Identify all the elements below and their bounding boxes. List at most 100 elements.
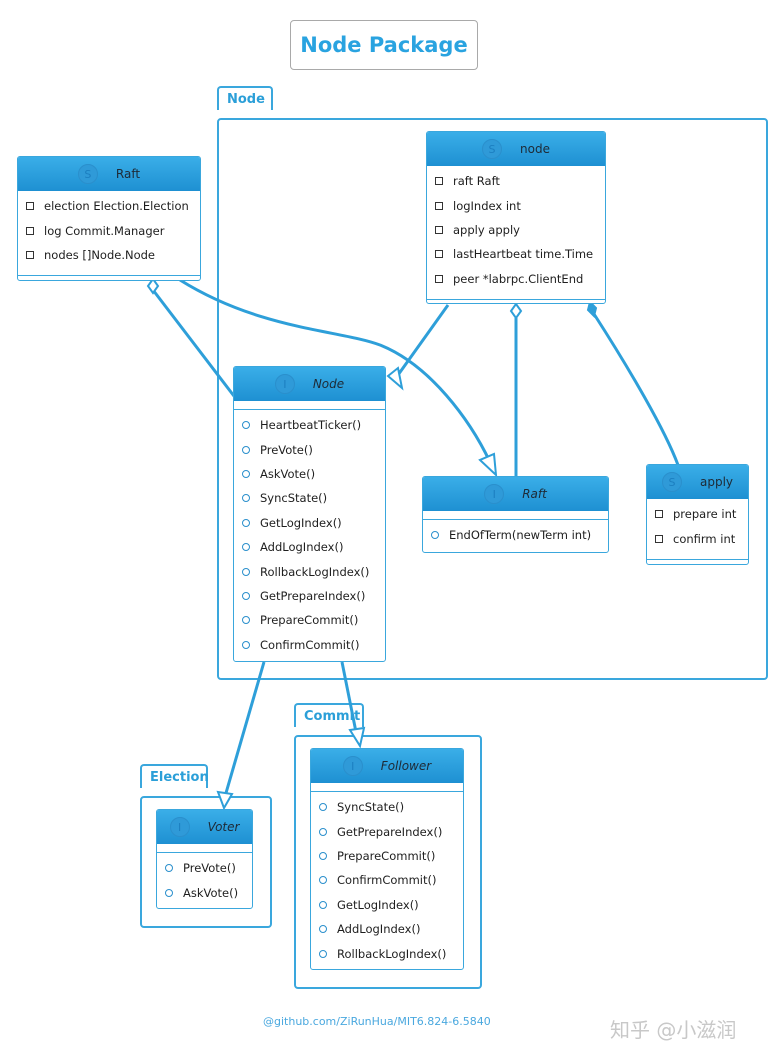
method-row: GetLogIndex() (311, 893, 463, 917)
class-header: I Node (234, 367, 385, 401)
field-text: logIndex int (453, 198, 521, 213)
class-raft-struct: S Raft election Election.Election log Co… (17, 156, 201, 281)
method-icon (242, 616, 250, 625)
field-row: nodes []Node.Node (18, 243, 200, 267)
method-row: ConfirmCommit() (311, 868, 463, 892)
field-icon (655, 510, 663, 519)
method-text: ConfirmCommit() (260, 637, 360, 652)
struct-icon: S (661, 472, 682, 492)
field-row: prepare int (647, 502, 748, 526)
field-icon (26, 226, 34, 235)
implements-raft-curve (179, 278, 492, 463)
method-row: GetLogIndex() (234, 511, 385, 535)
field-text: raft Raft (453, 174, 500, 189)
interface-icon: I (169, 817, 190, 837)
method-row: AskVote() (157, 880, 252, 904)
method-row: HeartbeatTicker() (234, 413, 385, 437)
method-row: RollbackLogIndex() (311, 941, 463, 965)
method-icon (319, 851, 327, 860)
interface-icon: I (342, 756, 363, 776)
class-name: Raft (115, 167, 141, 181)
method-row: PreVote() (234, 437, 385, 461)
class-header: I Raft (423, 477, 608, 511)
class-separator (311, 783, 463, 792)
field-list: election Election.Election log Commit.Ma… (18, 191, 200, 271)
class-header: S node (427, 132, 605, 166)
class-header: S apply (647, 465, 748, 499)
field-icon (26, 250, 34, 259)
field-row: raft Raft (427, 169, 605, 193)
class-separator (423, 511, 608, 520)
method-icon (242, 469, 250, 478)
method-text: PreVote() (183, 861, 236, 876)
class-name: node (520, 142, 550, 156)
method-icon (242, 567, 250, 576)
method-icon (319, 900, 327, 909)
method-list: HeartbeatTicker() PreVote() AskVote() Sy… (234, 410, 385, 661)
aggregation-diamond-node-raft (509, 302, 523, 320)
aggregation-raft-to-node (151, 289, 239, 401)
interface-icon: I (484, 484, 505, 504)
package-tab-election: Election (140, 764, 209, 788)
method-icon (242, 591, 250, 600)
class-apply-struct: S apply prepare int confirm int (646, 464, 749, 565)
class-separator (427, 295, 605, 300)
method-text: GetPrepareIndex() (337, 824, 443, 839)
method-text: PreVote() (260, 442, 313, 457)
method-row: AddLogIndex() (234, 535, 385, 559)
package-node (217, 118, 768, 680)
field-row: peer *labrpc.ClientEnd (427, 267, 605, 291)
implements-node-arrow (386, 366, 404, 391)
class-voter-interface: I Voter PreVote() AskVote() (156, 809, 253, 909)
method-icon (319, 925, 327, 934)
method-icon (242, 543, 250, 552)
method-row: PrepareCommit() (234, 608, 385, 632)
method-text: EndOfTerm(newTerm int) (449, 528, 592, 543)
field-text: peer *labrpc.ClientEnd (453, 271, 584, 286)
method-text: GetLogIndex() (337, 897, 419, 912)
method-row: PrepareCommit() (311, 844, 463, 868)
method-icon (165, 864, 173, 873)
method-icon (242, 518, 250, 527)
method-row: RollbackLogIndex() (234, 559, 385, 583)
package-tab-node: Node (217, 86, 273, 110)
class-name: Voter (207, 820, 240, 834)
method-text: HeartbeatTicker() (260, 418, 362, 433)
field-icon (655, 534, 663, 543)
method-text: AskVote() (183, 885, 239, 900)
class-follower-interface: I Follower SyncState() GetPrepareIndex()… (310, 748, 464, 970)
field-text: election Election.Election (44, 199, 189, 214)
field-icon (435, 201, 443, 210)
method-icon (242, 640, 250, 649)
method-icon (242, 445, 250, 454)
class-name: apply (699, 475, 734, 489)
method-icon (319, 876, 327, 885)
class-node-interface: I Node HeartbeatTicker() PreVote() AskVo… (233, 366, 386, 662)
field-row: apply apply (427, 218, 605, 242)
method-text: GetLogIndex() (260, 515, 342, 530)
implements-node (396, 304, 450, 376)
composition-node-apply (592, 313, 680, 466)
field-icon (435, 274, 443, 283)
method-text: AddLogIndex() (337, 922, 421, 937)
method-icon (319, 827, 327, 836)
method-row: SyncState() (311, 795, 463, 819)
method-icon (242, 494, 250, 503)
class-raft-interface: I Raft EndOfTerm(newTerm int) (422, 476, 609, 553)
method-text: PrepareCommit() (337, 848, 436, 863)
extends-follower-arrow (348, 726, 366, 749)
method-row: PreVote() (157, 856, 252, 880)
diagram-title: Node Package (290, 20, 478, 70)
method-text: SyncState() (260, 491, 328, 506)
field-icon (435, 250, 443, 259)
field-row: confirm int (647, 526, 748, 550)
field-text: apply apply (453, 222, 520, 237)
package-commit (294, 735, 482, 989)
method-icon (165, 888, 173, 897)
method-row: SyncState() (234, 486, 385, 510)
field-icon (26, 202, 34, 211)
method-list: SyncState() GetPrepareIndex() PrepareCom… (311, 792, 463, 970)
method-text: RollbackLogIndex() (337, 946, 447, 961)
aggregation-diamond-raft (146, 277, 160, 295)
field-text: nodes []Node.Node (44, 247, 156, 262)
